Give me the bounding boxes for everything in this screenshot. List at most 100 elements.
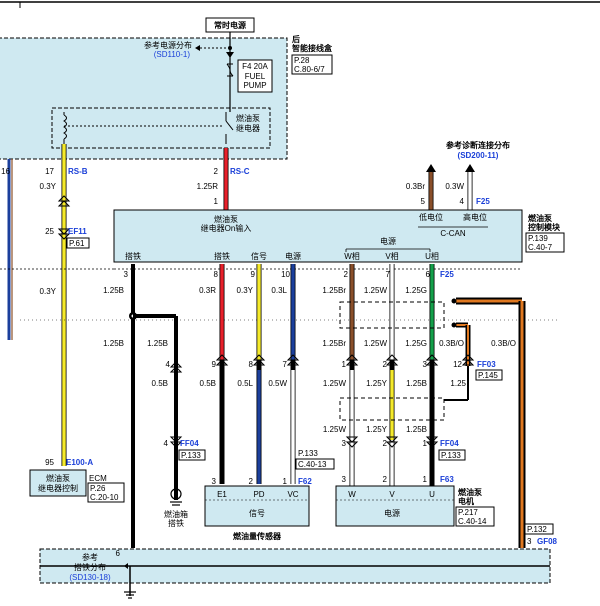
motor-u: U (429, 490, 435, 499)
conn-ff04b: FF04 (440, 439, 459, 448)
wire-125: 1.25 (450, 379, 466, 388)
motor-ref-1: P.217 (458, 508, 478, 517)
u-phase-label: U相 (425, 251, 439, 261)
conn-f62: F62 (298, 477, 312, 486)
module-label-2: 控制模块 (528, 222, 561, 232)
wire-125g-b: 1.25G (405, 339, 427, 348)
wire-03bo-b: 0.3B/O (491, 339, 516, 348)
ecm-relay-label-2: 继电器控制 (38, 483, 78, 493)
conn-rsb: RS-B (68, 167, 88, 176)
pin-m8: 8 (214, 270, 219, 279)
low-level-label: 低电位 (419, 212, 443, 222)
ground-dist-label-1: 参考 (82, 552, 98, 562)
conn-ff04a-ref: P.133 (181, 451, 201, 460)
pin-1-module: 1 (214, 197, 219, 206)
relay-label-1: 燃油泵 (236, 113, 260, 123)
motor-power: 电源 (384, 508, 400, 518)
pin-u1: 1 (423, 475, 428, 484)
wire-125br-b: 1.25Br (322, 339, 346, 348)
fuse-box (237, 59, 273, 93)
power-dist-label-2: (SD110-1) (154, 50, 191, 59)
motor-w: W (348, 490, 356, 499)
conn-e100a: E100-A (66, 458, 93, 467)
fuel-pump-motor (335, 485, 455, 527)
pin-c2: 2 (383, 360, 388, 369)
pin-s1: 1 (283, 477, 288, 486)
ground-label-b: 搭铁 (214, 251, 230, 261)
wire-03y-a: 0.3Y (40, 182, 57, 191)
arrow-left-icon (195, 45, 200, 51)
signal-header: 信号 (251, 251, 267, 261)
power-header: 电源 (285, 251, 301, 261)
module-ref-box (525, 232, 565, 253)
rear-box-ref-1: P.28 (294, 56, 310, 65)
conn-ff03: FF03 (477, 360, 496, 369)
fuse-label-2: FUEL (245, 72, 266, 81)
high-level-label: 高电位 (463, 212, 487, 222)
sensor-e1: E1 (217, 490, 227, 499)
ccan-label: C-CAN (440, 229, 466, 238)
rear-box-ref (291, 54, 333, 75)
pin-c12: 12 (453, 360, 462, 369)
conn-ef11: EF11 (68, 227, 87, 236)
wire-03r: 0.3R (199, 286, 216, 295)
wire-125b-c: 1.25B (147, 339, 168, 348)
conn-ff04a: FF04 (180, 439, 199, 448)
wire-05l: 0.5L (237, 379, 253, 388)
module-label-1: 燃油泵 (528, 213, 552, 223)
rear-box-label-1: 后 (292, 34, 300, 44)
conn-ef11-ref-box (66, 237, 90, 249)
pin-5: 5 (421, 197, 426, 206)
wire-03bo-a: 0.3B/O (439, 339, 464, 348)
conn-rsc: RS-C (230, 167, 250, 176)
conn-f62-ref-box (295, 458, 335, 470)
pin-m10: 10 (281, 270, 290, 279)
conn-ff03-ref-box (475, 369, 503, 381)
tank-ground-label-1: 燃油箱 (164, 509, 188, 519)
fuse-icon (226, 63, 234, 77)
pin-g4b: 4 (164, 439, 169, 448)
conn-ff04b-ref: P.133 (441, 451, 461, 460)
conn-ff03-ref: P.145 (478, 371, 498, 380)
w-phase-label: W相 (344, 251, 360, 261)
wire-03br: 0.3Br (406, 182, 425, 191)
pin-v1: 1 (423, 439, 428, 448)
wire-03w: 0.3W (445, 182, 464, 191)
ground-icon (170, 488, 182, 500)
module-ref-1: P.139 (528, 234, 548, 243)
wire-03y-c: 0.3Y (237, 286, 254, 295)
wire-125b-e: 1.25B (406, 425, 427, 434)
conn-f25b: F25 (440, 270, 454, 279)
ecm-relay-label-1: 燃油泵 (46, 473, 70, 483)
pin-m6: 6 (426, 270, 431, 279)
module-ref-2: C.40-7 (528, 243, 553, 252)
shield-upper (339, 301, 445, 329)
wire-125r-a: 1.25R (197, 182, 219, 191)
relay-box (51, 107, 271, 149)
ground-dist-label-3: (SD130-18) (69, 573, 111, 582)
pin-c3: 3 (423, 360, 428, 369)
ecm-label: ECM (89, 474, 107, 483)
wire-125y-a: 1.25Y (366, 379, 388, 388)
relay-input-label-2: 继电器On输入 (201, 223, 252, 233)
relay-coil-icon (63, 114, 67, 140)
power-group-label: 电源 (380, 236, 396, 246)
sensor-pd: PD (253, 490, 264, 499)
pin-c9: 9 (212, 360, 217, 369)
wire-125b-d: 1.25B (406, 379, 427, 388)
wire-125y-b: 1.25Y (366, 425, 388, 434)
wire-125b-b: 1.25B (103, 339, 124, 348)
wire-125w-d: 1.25W (323, 425, 347, 434)
tank-ground-label-2: 搭铁 (168, 518, 184, 528)
motor-ref-2: C.40-14 (458, 517, 487, 526)
conn-ef11-ref: P.61 (69, 239, 85, 248)
sensor-signal: 信号 (249, 508, 265, 518)
conn-f63: F63 (440, 475, 454, 484)
wire-03l: 0.3L (271, 286, 287, 295)
pin-c7: 7 (283, 360, 288, 369)
ground-label-a: 搭铁 (125, 251, 141, 261)
conn-gf08: GF08 (537, 537, 558, 546)
conn-ff04b-ref-box (438, 449, 466, 461)
wire-125br-a: 1.25Br (322, 286, 346, 295)
